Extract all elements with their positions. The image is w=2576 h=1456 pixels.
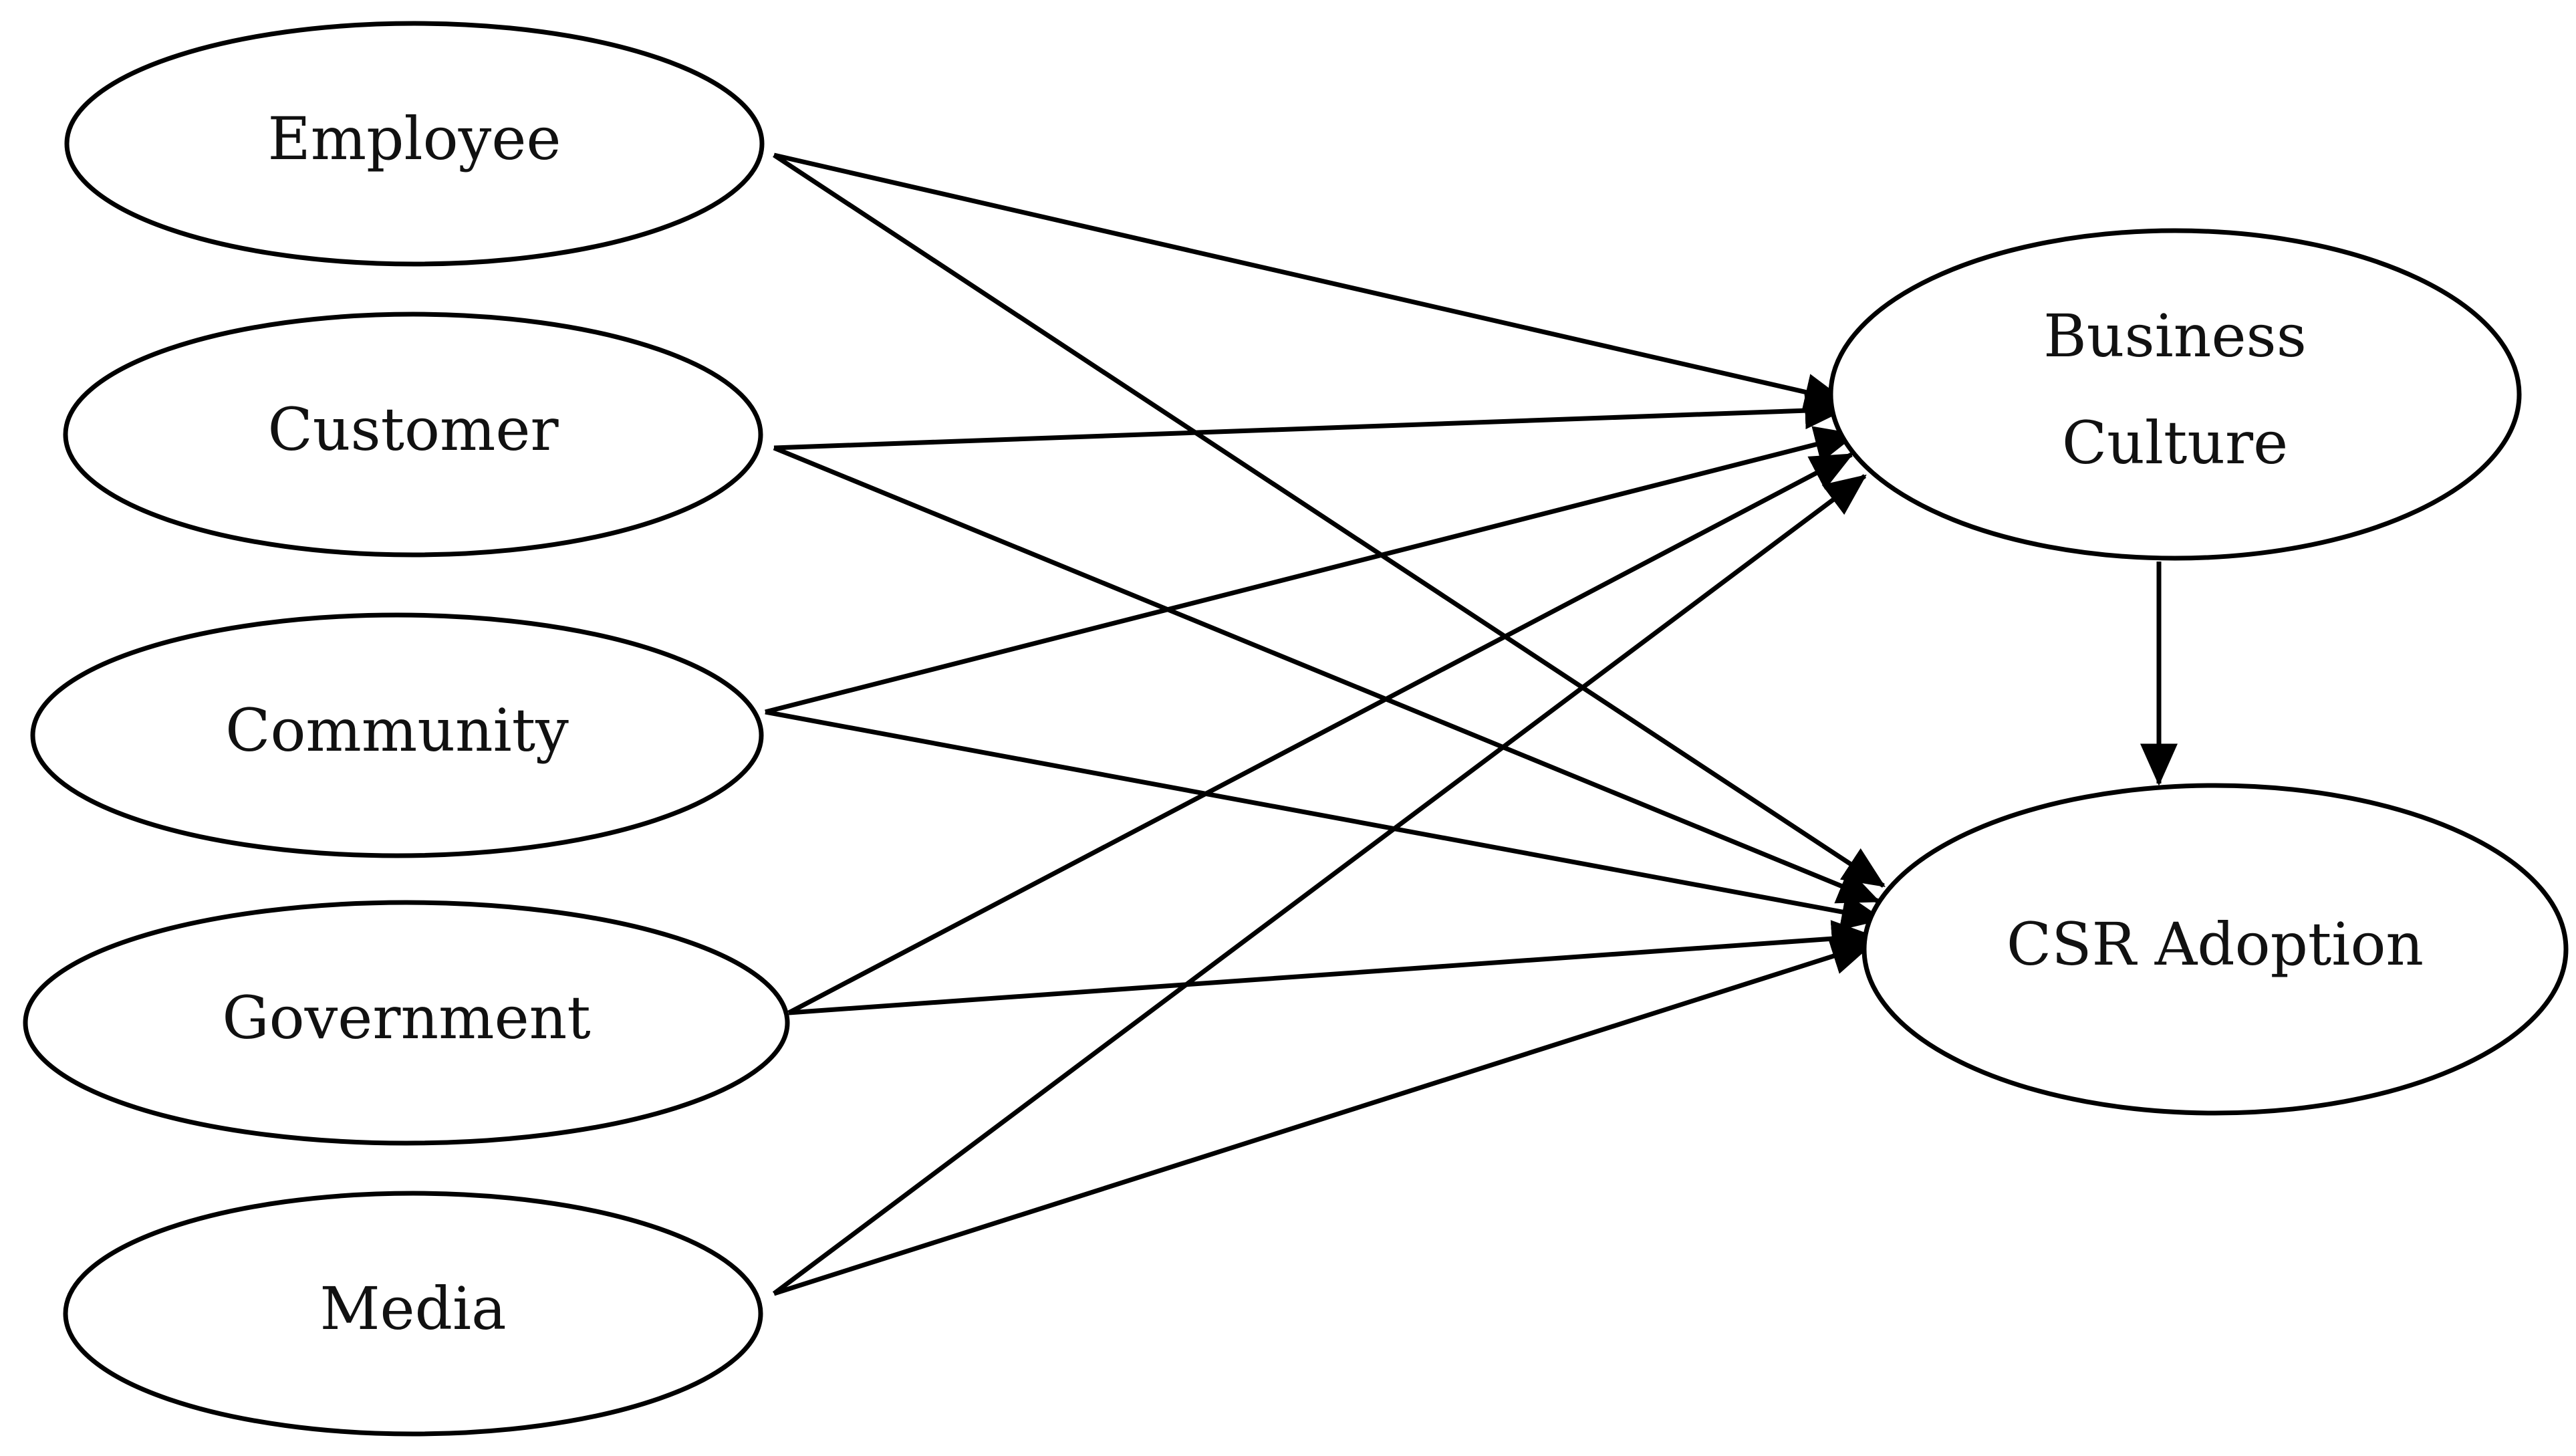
edge-media-to-csr-adoption <box>773 938 1874 1296</box>
edge-employee-to-csr-adoption <box>773 153 1886 888</box>
node-government: Government <box>23 900 790 1146</box>
node-business-culture: Business Culture <box>1828 228 2522 561</box>
node-community-label: Community <box>225 696 569 765</box>
edge-customer-to-csr-adoption <box>773 445 1881 904</box>
node-media-label: Media <box>319 1274 506 1343</box>
node-csr-adoption: CSR Adoption <box>1861 783 2569 1116</box>
node-community-shape <box>30 612 764 858</box>
node-government-label: Government <box>222 983 590 1052</box>
node-media: Media <box>63 1191 763 1437</box>
edge-customer-to-business-culture <box>773 392 1847 451</box>
edge-community-to-business-culture <box>765 426 1857 715</box>
node-media-shape <box>63 1191 763 1437</box>
nodes-layer: Employee Customer Community Government M… <box>23 21 2569 1437</box>
node-employee-shape <box>64 21 765 267</box>
node-employee-label: Employee <box>267 104 561 173</box>
node-community: Community <box>30 612 764 858</box>
edge-community-to-csr-adoption <box>765 709 1884 931</box>
node-business-culture-shape <box>1828 228 2522 561</box>
node-csr-adoption-label: CSR Adoption <box>2007 910 2424 979</box>
node-csr-adoption-shape <box>1861 783 2569 1116</box>
node-customer-label: Customer <box>267 395 559 464</box>
edge-media-to-business-culture <box>772 474 1867 1296</box>
node-customer-shape <box>63 312 763 558</box>
edge-government-to-business-culture <box>787 452 1854 1015</box>
node-business-culture-label-line1: Business <box>2043 301 2307 370</box>
edge-government-to-csr-adoption <box>788 920 1874 1015</box>
node-government-shape <box>23 900 790 1146</box>
node-business-culture-label-line2: Culture <box>2062 408 2288 477</box>
edge-employee-to-business-culture <box>773 152 1847 410</box>
edges-layer <box>765 152 2178 1296</box>
node-customer: Customer <box>63 312 763 558</box>
node-employee: Employee <box>64 21 765 267</box>
